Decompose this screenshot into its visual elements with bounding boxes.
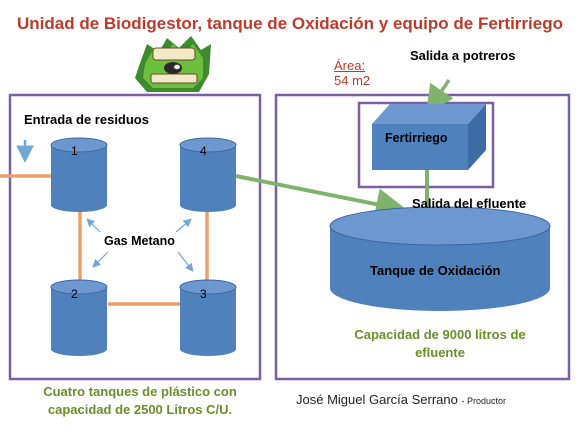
- effluent-arrow: [235, 174, 408, 220]
- producer-credit: José Miguel García Serrano - Productor: [296, 392, 506, 407]
- oxidation-capacity-line-1: Capacidad de 9000 litros de: [354, 327, 526, 342]
- area-value: 54 m2: [334, 73, 371, 88]
- methane-arrow-2: [92, 251, 109, 268]
- effluent-outlet-label: Salida del efluente: [412, 196, 527, 211]
- outlet-pastures-arrow: [426, 79, 454, 114]
- methane-arrow-4: [175, 218, 192, 233]
- tank-number-4: 4: [200, 144, 207, 158]
- tanks-caption-line-2: capacidad de 2500 Litros C/U.: [47, 402, 233, 417]
- tank-4: [179, 137, 237, 212]
- logo-graphic: [135, 36, 211, 92]
- oxidation-tank: [329, 206, 551, 311]
- tanks-caption: Cuatro tanques de plástico con capacidad…: [30, 383, 250, 419]
- tanks-caption-line-1: Cuatro tanques de plástico con: [43, 384, 237, 399]
- left-frame: [8, 93, 262, 381]
- producer-role: - Productor: [461, 396, 507, 406]
- waste-input-label: Entrada de residuos: [24, 112, 149, 127]
- area-title: Área:: [334, 58, 366, 73]
- tank-3: [179, 279, 237, 356]
- fertirriego-label: Fertirriego: [385, 131, 448, 145]
- right-frame: [274, 93, 571, 381]
- page-title: Unidad de Biodigestor, tanque de Oxidaci…: [17, 14, 563, 33]
- tank-2: [50, 279, 108, 356]
- outlet-pastures-label: Salida a potreros: [410, 48, 516, 63]
- tank-1: [50, 137, 108, 212]
- methane-label: Gas Metano: [104, 234, 175, 248]
- tank-number-3: 3: [200, 287, 207, 301]
- fertirriego-box: [372, 104, 486, 170]
- oxidation-tank-label: Tanque de Oxidación: [370, 263, 501, 278]
- farm-logo: [133, 34, 215, 94]
- methane-arrow-1: [86, 218, 101, 233]
- tank-number-2: 2: [71, 287, 78, 301]
- producer-name: José Miguel García Serrano: [296, 392, 458, 407]
- area-label: Área: 54 m2: [334, 58, 370, 88]
- oxidation-capacity-line-2: efluente: [415, 345, 465, 360]
- methane-arrow-3: [177, 251, 194, 272]
- oxidation-capacity-caption: Capacidad de 9000 litros de efluente: [340, 326, 540, 362]
- tank-number-1: 1: [71, 144, 78, 158]
